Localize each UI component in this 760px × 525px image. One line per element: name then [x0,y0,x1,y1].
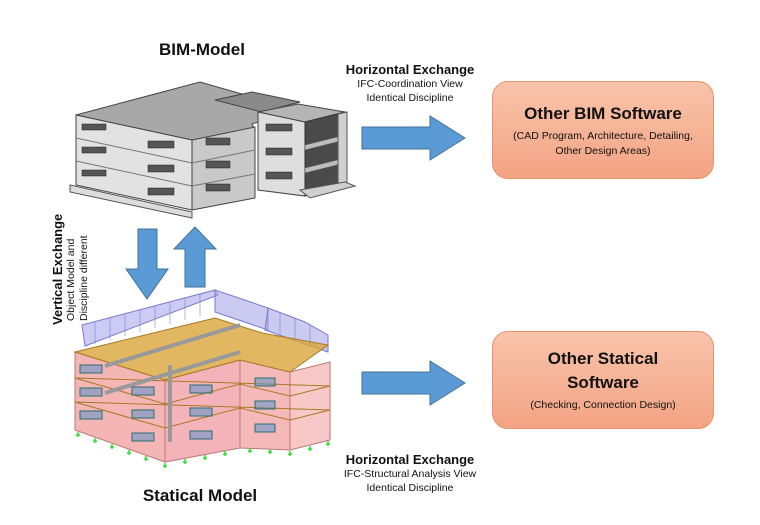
other-statical-software-subtitle: (Checking, Connection Design) [530,399,676,411]
roof-slab [73,317,330,381]
arrow-right-top-shape [361,115,466,161]
other-bim-software-subtitle-2: Other Design Areas) [555,144,651,157]
statical-model-title: Statical Model [142,486,258,505]
other-bim-software-box: Other BIM Software (CAD Program, Archite… [492,81,714,179]
horizontal-exchange-bottom-label: Horizontal Exchange IFC-Structural Analy… [325,452,495,495]
arrow-up-shape [172,226,218,288]
other-bim-software-subtitle-1: (CAD Program, Architecture, Detailing, [513,129,693,142]
horizontal-exchange-bottom-line1: IFC-Structural Analysis View [343,468,477,480]
roof-opening [214,91,301,113]
bim-model-title: BIM-Model [159,40,245,59]
horizontal-exchange-top-label: Horizontal Exchange IFC-Coordination Vie… [330,62,490,105]
horizontal-exchange-bottom-line2: Identical Discipline [366,482,454,494]
supports [76,432,330,468]
horizontal-exchange-top-line2: Identical Discipline [366,92,454,104]
horizontal-exchange-top-heading: Horizontal Exchange [345,62,475,77]
load-block-secondary [264,307,329,353]
other-statical-software-title-1: Other Statical [547,349,659,368]
other-statical-software-box: Other Statical Software (Checking, Conne… [492,331,714,429]
horizontal-exchange-top-line1: IFC-Coordination View [357,78,463,90]
other-statical-software-title-2: Software [567,373,639,392]
arrow-down-shape [125,228,169,300]
arrow-right-bottom-shape [361,360,466,406]
other-bim-software-title: Other BIM Software [524,103,682,123]
horizontal-exchange-bottom-heading: Horizontal Exchange [345,452,475,467]
